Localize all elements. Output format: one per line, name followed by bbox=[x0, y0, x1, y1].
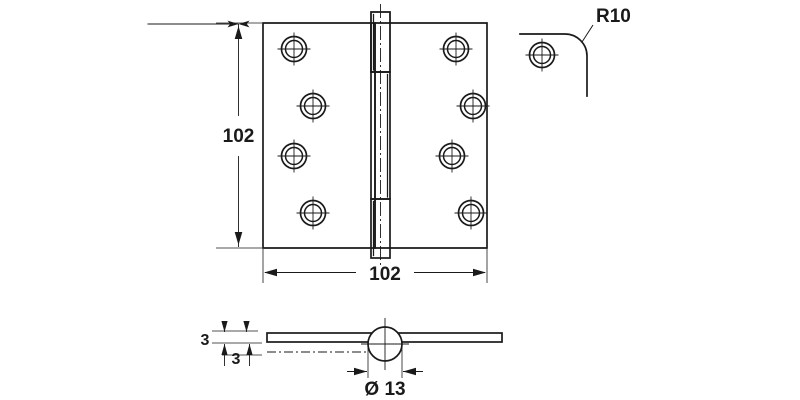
section-left-leaf bbox=[266, 332, 385, 343]
corner-radius-label: R10 bbox=[596, 6, 631, 27]
section-pin bbox=[361, 318, 409, 370]
width-dimension-label: 102 bbox=[369, 264, 401, 285]
right-leaf bbox=[374, 22, 488, 249]
rounded-corner-profile bbox=[519, 33, 588, 97]
height-dimension-label: 102 bbox=[223, 126, 255, 147]
corner-detail-group: R10 bbox=[519, 6, 631, 97]
thickness-dimension-top: 3 bbox=[201, 321, 262, 349]
r10-leader-line bbox=[581, 24, 594, 43]
height-dimension: 102 bbox=[147, 20, 262, 249]
section-right-leaf bbox=[384, 332, 503, 343]
width-dimension: 102 bbox=[262, 249, 488, 285]
screw-hole bbox=[296, 196, 330, 230]
front-view-group: 102 102 bbox=[147, 4, 490, 285]
screw-hole bbox=[296, 89, 330, 123]
screw-hole bbox=[277, 139, 311, 173]
thickness-bottom-label: 3 bbox=[232, 351, 241, 368]
thickness-dimension-bottom: 3 bbox=[221, 344, 262, 368]
section-view-group: 3 3 Ø 13 bbox=[201, 318, 503, 400]
screw-hole bbox=[525, 38, 559, 72]
screw-hole bbox=[439, 32, 473, 66]
screw-hole bbox=[454, 196, 488, 230]
screw-hole bbox=[277, 32, 311, 66]
pin-diameter-label: Ø 13 bbox=[364, 379, 405, 400]
pin-diameter-dimension: Ø 13 bbox=[347, 346, 423, 400]
knuckle-inner-edges bbox=[372, 13, 389, 257]
thickness-top-label: 3 bbox=[201, 332, 210, 349]
screw-hole bbox=[435, 139, 469, 173]
screw-hole bbox=[456, 89, 490, 123]
